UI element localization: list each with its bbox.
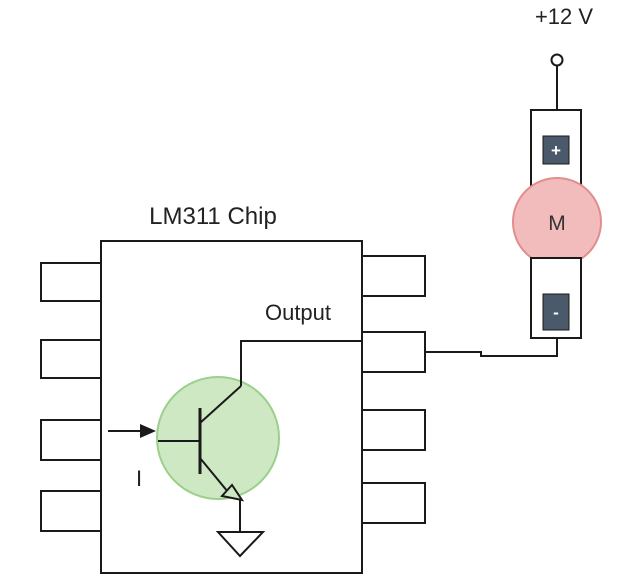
chip-pin-right-3 [361,409,426,451]
chip-pin-right-4 [361,482,426,524]
supply-terminal [550,53,564,67]
supply-voltage-label: +12 V [535,4,593,29]
output-label: Output [265,300,331,325]
motor-minus-terminal [542,293,570,331]
emitter-arrow-icon [220,483,245,502]
chip-pin-right-1 [361,255,426,297]
motor-plus-terminal [542,135,570,165]
motor-plus-label: + [551,141,561,160]
collector-lead [199,385,242,424]
motor-label: M [548,212,566,235]
emitter-lead [199,457,229,493]
chip-pin-left-2 [40,339,102,379]
collector-wire [240,340,362,386]
chip-pin-right-2-output [361,331,426,373]
chip-pin-left-1 [40,262,102,302]
chip-pin-left-4 [40,490,102,532]
chip-pin-left-3 [40,419,102,461]
transistor-circle [156,376,280,500]
input-current-arrow-icon [140,424,156,438]
ground-icon [215,531,266,558]
chip-title: LM311 Chip [149,203,277,230]
input-current-label: I [136,466,142,491]
motor-minus-label: - [553,303,559,322]
output-to-motor-wire [425,338,558,357]
